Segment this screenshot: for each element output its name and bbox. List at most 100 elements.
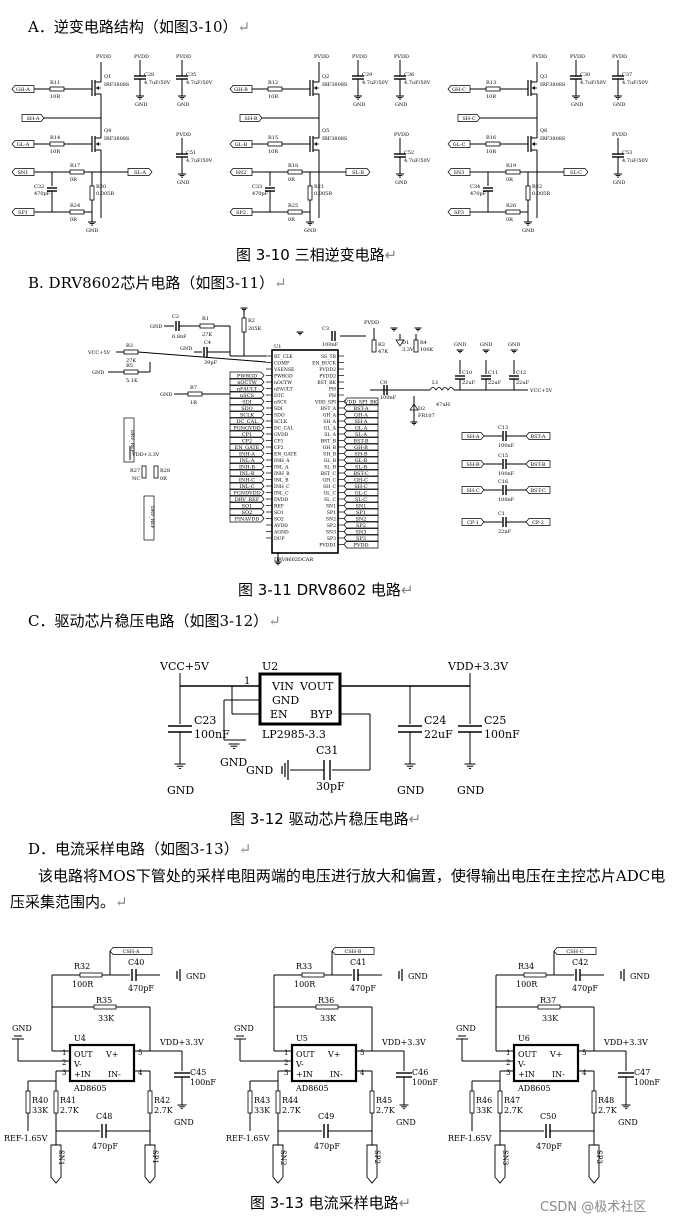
vcc: VCC+5V: [87, 350, 111, 356]
ref-r2: R2: [248, 318, 255, 324]
pin-num: 1: [62, 1049, 66, 1057]
net-right: BST-C: [530, 488, 545, 494]
drv-left-net: INL-A: [240, 458, 255, 464]
pvdd: PVDD: [394, 132, 409, 138]
pin-vm: V-: [295, 1060, 304, 1069]
pvdd: PVDD: [612, 132, 627, 138]
gnd: GND: [246, 764, 273, 777]
ref-c4: C4: [204, 340, 211, 346]
drv-left-pin: SDI: [274, 406, 283, 412]
ref-c2: C2: [172, 314, 179, 320]
chip-part: AD8605: [73, 1084, 107, 1093]
ref-net: REF-1.65V: [448, 1134, 492, 1143]
net-sh: SH-A: [26, 116, 39, 122]
net-tag: [229, 456, 265, 464]
ref-qh: Q3: [540, 74, 547, 80]
ref-rs: R19: [506, 163, 516, 169]
net-sh: SH-B: [244, 116, 257, 122]
val-r33k: 33K: [320, 1014, 337, 1023]
ref-r28: R28: [160, 468, 170, 474]
ref-cboot: C16: [498, 479, 508, 485]
ref-r4: R4: [420, 340, 427, 346]
ref-cbulk: C12: [516, 370, 526, 376]
chip-part: AD8605: [517, 1084, 551, 1093]
ref-cap: C37: [622, 72, 632, 78]
drv-left-pin: AGND: [273, 530, 289, 536]
ref-r100: R32: [74, 962, 90, 971]
pin-inp: +IN: [296, 1070, 313, 1079]
net-csh: CSH-B: [345, 949, 362, 955]
ref-r1: R1: [202, 316, 209, 322]
val-rsn: 0R: [288, 217, 295, 223]
net-gl: GL-C: [453, 142, 466, 148]
net-sl: SL-A: [134, 170, 146, 176]
vout-label: VDD+3.3V: [447, 660, 509, 673]
resistor-symbol: [287, 209, 303, 215]
ref-r2k7b: R41: [60, 1096, 76, 1105]
drv-left-net: nOCTW: [237, 380, 257, 386]
drv-ref: U1: [274, 344, 281, 350]
val-ql: IRF3808S: [540, 136, 566, 142]
ref-c31: C31: [316, 744, 338, 757]
val-cboot: 100nF: [498, 471, 515, 477]
gnd: GND: [613, 180, 625, 186]
net-tag: [229, 501, 265, 510]
ref-cboot: C13: [498, 425, 508, 431]
resistor-symbol: [307, 185, 313, 201]
net-tag: [461, 518, 485, 526]
val-cap: 4.7uF/50V: [404, 80, 431, 86]
net-gh: GH-B: [234, 87, 248, 93]
drv-right-net: SH-A: [354, 419, 367, 425]
val-ql: IRF3808S: [104, 136, 130, 142]
drv-right-pin: SN3: [326, 530, 336, 536]
ref-cap3: C53: [622, 150, 632, 156]
net-tag: [343, 501, 379, 510]
drv-right-pin: PH: [329, 387, 336, 393]
ref-r7: R7: [190, 385, 197, 391]
ref-cbulk: C11: [488, 370, 498, 376]
ref-r2k7: R42: [154, 1096, 170, 1105]
pin-inm: IN-: [108, 1070, 121, 1079]
net-tag: [229, 514, 265, 523]
gnd: GND: [304, 228, 316, 234]
net-tag: [229, 404, 265, 412]
val-r2k7b: 2.7K: [282, 1106, 302, 1115]
pin-inm: IN-: [552, 1070, 565, 1079]
net-tag: [229, 140, 253, 148]
drv-right-net: SH-B: [354, 452, 367, 458]
gnd: GND: [395, 102, 407, 108]
net-tag: [229, 462, 265, 471]
drv-left-net: PGNGVDD: [233, 426, 260, 432]
val-r2k7: 2.7K: [376, 1106, 396, 1115]
resistor-symbol: [53, 1090, 59, 1114]
val-r33k: 33K: [98, 1014, 115, 1023]
drv-left-pin: INL_A: [274, 465, 289, 471]
val-cs: 470pF: [34, 191, 51, 197]
net-tag: [229, 488, 265, 497]
val-r7: 1R: [190, 400, 197, 406]
drv-right-net: BST-B: [353, 439, 368, 445]
drv-right-net: SL-B: [355, 465, 367, 471]
pvdd: PVDD: [570, 54, 585, 60]
net-tag: [447, 168, 471, 176]
drv-right-pin: SS_TR: [321, 354, 337, 360]
drv-right-pin: BST_A: [321, 406, 337, 412]
drv-left-net: DRV_REF: [235, 497, 260, 503]
pin-num: 2: [506, 1059, 510, 1067]
net-tag: [343, 423, 379, 432]
ref-c470: C42: [572, 958, 588, 967]
pin-num: 3: [62, 1069, 66, 1077]
net-tag: [11, 85, 35, 93]
net-tag: [343, 482, 379, 490]
resistor-symbol: [371, 339, 377, 353]
val-r4: 100K: [420, 347, 434, 353]
ref-cap: C23: [194, 714, 216, 727]
ref-cap: C28: [144, 72, 154, 78]
pin-out: OUT: [74, 1050, 93, 1059]
ref-r33k: R35: [96, 996, 112, 1005]
net-tag: [447, 140, 471, 148]
resistor-symbol: [525, 185, 531, 201]
val-rh: 10R: [268, 94, 278, 100]
ref-qh: Q1: [104, 74, 111, 80]
